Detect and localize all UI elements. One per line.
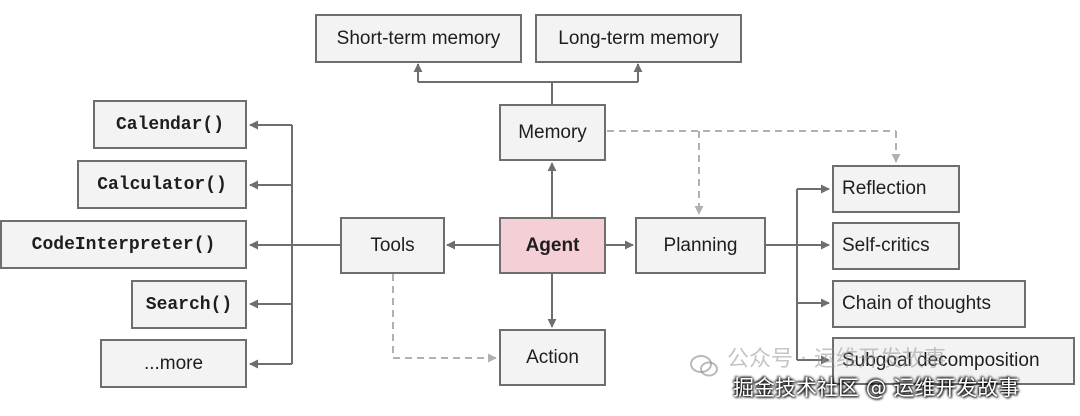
wechat-icon [690,355,718,377]
more-tools-box: ...more [100,339,247,388]
chain-of-thoughts-box: Chain of thoughts [832,280,1026,328]
watermark-line-2: 掘金技术社区 @ 运维开发故事 [733,376,1020,400]
code-interpreter-tool-box: CodeInterpreter() [0,220,247,269]
search-tool-box: Search() [131,280,247,329]
watermark-line-1: 公众号 · 运维开发故事 [727,347,946,372]
calendar-tool-box: Calendar() [93,100,247,149]
subgoal-decomposition-box: Subgoal decomposition [832,337,1075,385]
reflection-box: Reflection [832,165,960,213]
tools-box: Tools [340,217,445,274]
memory-box: Memory [499,104,606,161]
action-box: Action [499,329,606,386]
planning-box: Planning [635,217,766,274]
calculator-tool-box: Calculator() [77,160,247,209]
long-term-memory-box: Long-term memory [535,14,742,63]
dashed-arrow-tools-to-action [392,274,497,363]
short-term-memory-box: Short-term memory [315,14,522,63]
self-critics-box: Self-critics [832,222,960,270]
agent-box: Agent [499,217,606,274]
